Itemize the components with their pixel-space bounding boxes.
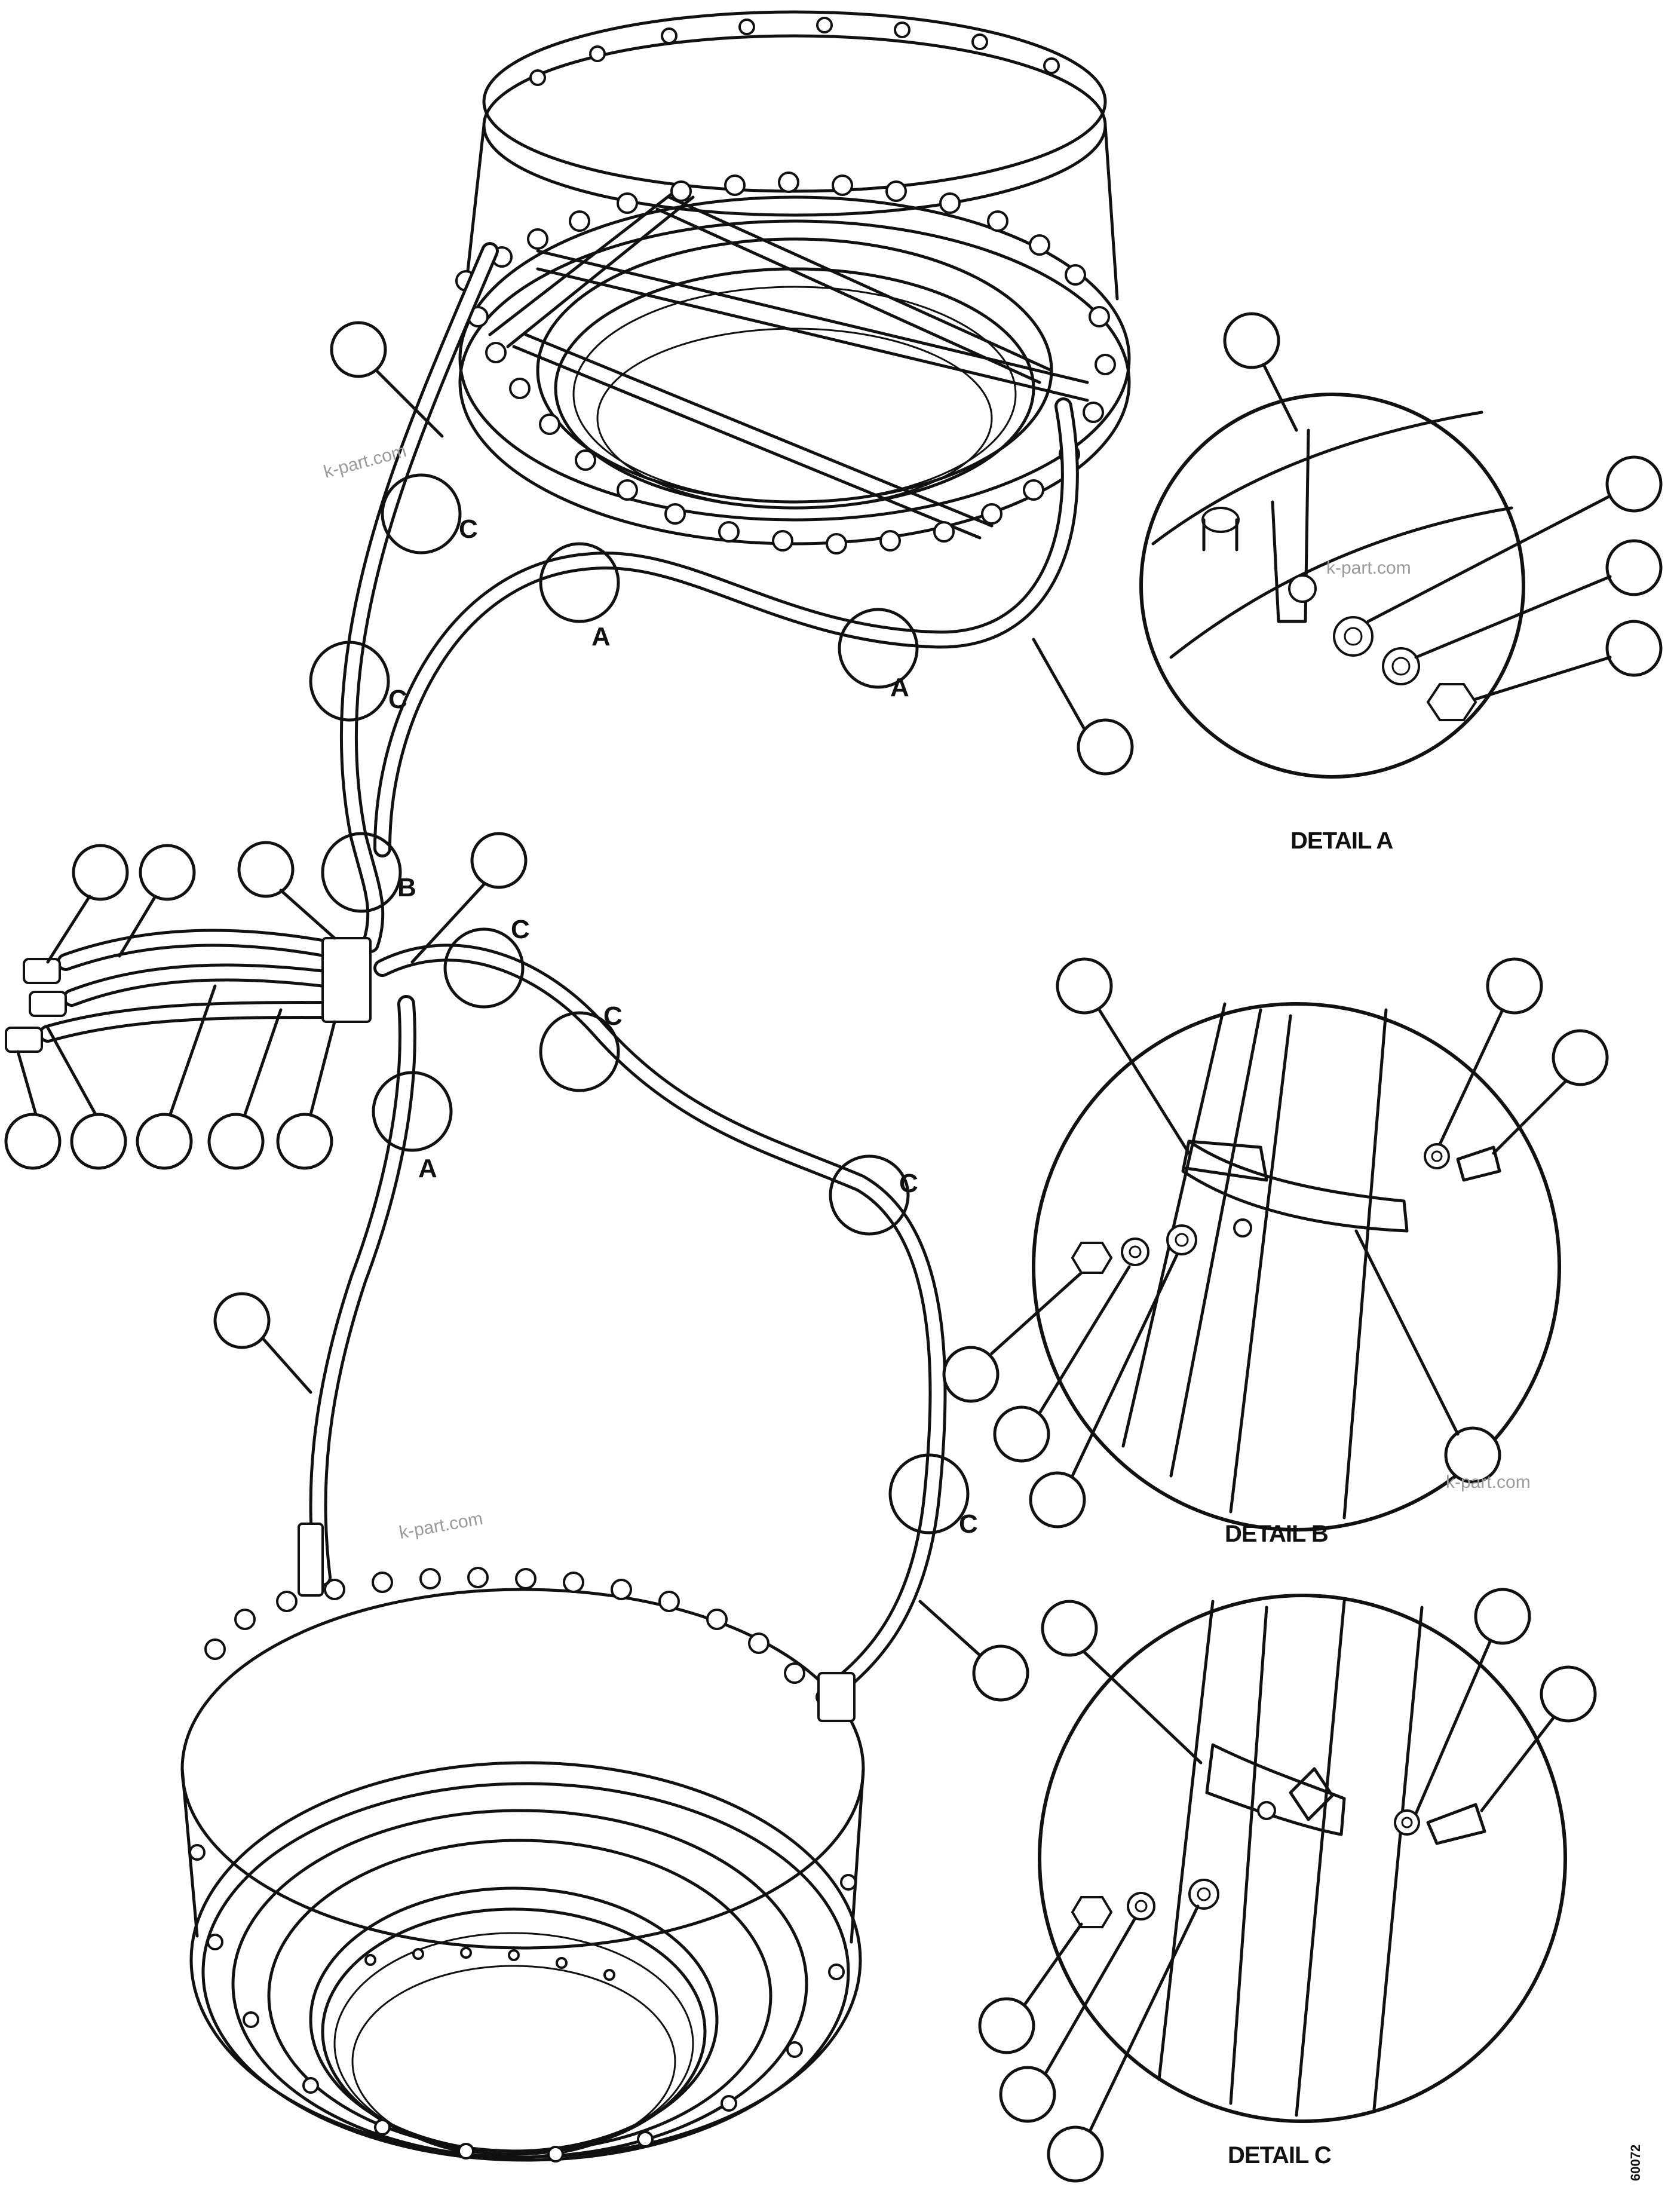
svg-text:C: C	[959, 1509, 978, 1539]
svg-text:C: C	[388, 685, 407, 714]
svg-text:k-part.com: k-part.com	[1446, 1472, 1531, 1492]
flange-bolts	[455, 17, 1116, 555]
svg-text:DETAIL A: DETAIL A	[1290, 828, 1393, 854]
svg-text:k-part.com: k-part.com	[1326, 558, 1411, 578]
upper-wheel-motor	[455, 10, 1131, 555]
lower-wheel-motor	[180, 1567, 865, 2163]
drawing-number: 60072	[1628, 2145, 1643, 2181]
svg-text:A: A	[890, 673, 909, 702]
svg-text:C: C	[899, 1169, 918, 1198]
svg-text:C: C	[511, 915, 530, 944]
item-bubbles-main	[4, 321, 1134, 1702]
svg-text:A: A	[591, 622, 611, 651]
detail-a: k-part.com DETAIL A	[1139, 312, 1663, 854]
svg-text:A: A	[418, 1154, 437, 1183]
svg-text:C: C	[459, 514, 478, 544]
watermark-lower: k-part.com	[397, 1509, 484, 1543]
detail-b: k-part.com DETAIL B	[942, 957, 1609, 1547]
hose-routing	[5, 242, 1079, 1722]
hose-clamp-callouts: C C A A B C C A C C	[309, 473, 978, 1539]
lower-flange-bolts	[189, 1567, 857, 2163]
svg-text:B: B	[397, 873, 416, 902]
svg-text:DETAIL C: DETAIL C	[1228, 2142, 1331, 2168]
svg-text:C: C	[603, 1001, 623, 1031]
detail-c: DETAIL C	[978, 1588, 1597, 2183]
svg-text:DETAIL B: DETAIL B	[1225, 1521, 1328, 1547]
